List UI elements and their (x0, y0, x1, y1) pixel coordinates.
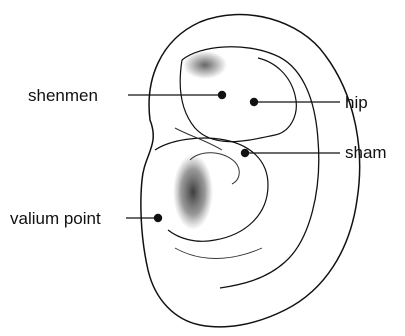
label-sham: sham (345, 143, 387, 162)
label-valium-point: valium point (10, 209, 101, 228)
point-shenmen (218, 91, 226, 99)
point-hip (250, 98, 258, 106)
ear-lobe-inner-line (175, 248, 262, 259)
label-shenmen: shenmen (28, 86, 98, 105)
ear-outer-outline (141, 15, 360, 327)
point-sham (241, 149, 249, 157)
point-valium (154, 214, 162, 222)
label-hip: hip (345, 93, 368, 112)
shading-upper-fossa (183, 51, 227, 79)
shading-concha (173, 154, 213, 230)
